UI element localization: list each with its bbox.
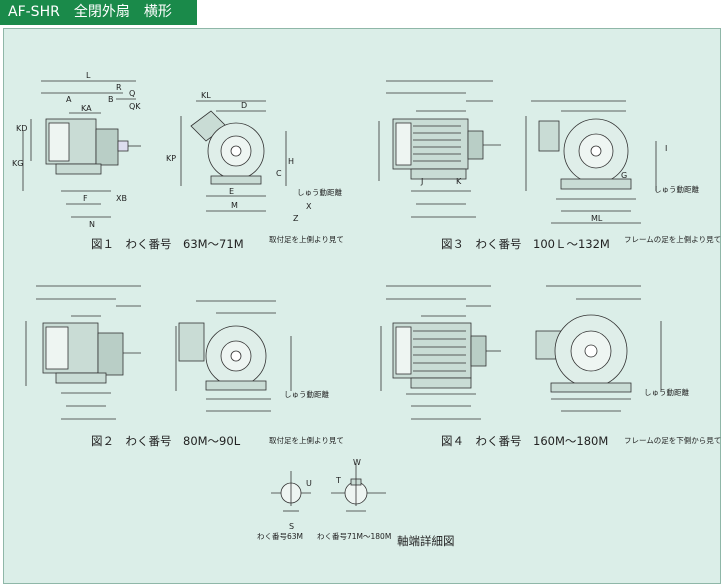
- dim-E: E: [229, 187, 234, 196]
- figure-3-caption: 図３ わく番号 100Ｌ～132M: [441, 237, 610, 251]
- fig2-front-view: [175, 300, 292, 412]
- figure-4-bolt-label: しゅう動距離: [644, 388, 689, 397]
- dim-H: H: [288, 157, 294, 166]
- dim-J: J: [420, 177, 423, 186]
- fig3-side-view: [378, 80, 501, 218]
- fig1-side-view: [22, 80, 141, 218]
- dim-G: G: [621, 171, 627, 180]
- figure-2-note: 取付足を上側より見て: [269, 436, 344, 445]
- dim-KD: KD: [16, 124, 27, 133]
- dim-A: A: [66, 95, 72, 104]
- dim-X: X: [306, 202, 312, 211]
- fig4-side-view: [380, 285, 501, 420]
- dim-Z: Z: [293, 214, 299, 223]
- dim-S: S: [289, 522, 294, 531]
- dim-N: N: [89, 220, 95, 229]
- fig1-front-view: [180, 100, 287, 212]
- dim-KL: KL: [201, 91, 211, 100]
- dim-Q: Q: [129, 89, 135, 98]
- dim-C: C: [276, 169, 282, 178]
- dim-M: M: [231, 201, 238, 210]
- page-title: AF-SHR 全閉外扇 横形: [0, 0, 197, 25]
- figure-2-bolt-label: しゅう動距離: [284, 390, 329, 399]
- dim-KP: KP: [166, 154, 176, 163]
- dim-U: U: [306, 479, 312, 488]
- dim-B: B: [108, 95, 114, 104]
- dim-T: T: [335, 476, 341, 485]
- dim-XB: XB: [116, 194, 127, 203]
- dimension-drawings: L R A B Q QK KA KD KG KL D KP H C E M F …: [12, 71, 667, 531]
- dim-ML: ML: [591, 214, 603, 223]
- figure-4-note: フレームの足を下側から見て: [624, 436, 722, 445]
- dim-K: K: [456, 177, 462, 186]
- figure-2-caption: 図２ わく番号 80M～90L: [91, 434, 241, 448]
- dim-L: L: [86, 71, 91, 80]
- dim-F: F: [83, 194, 88, 203]
- figure-1-caption: 図１ わく番号 63M～71M: [91, 237, 244, 251]
- fig2-side-view: [25, 285, 141, 420]
- dim-KG: KG: [12, 159, 23, 168]
- shaft-detail-caption: 軸端詳細図: [397, 534, 455, 548]
- dim-I: I: [665, 144, 667, 153]
- figure-3-bolt-label: しゅう動距離: [654, 185, 699, 194]
- dim-KA: KA: [81, 104, 92, 113]
- dim-W: W: [353, 458, 361, 467]
- dim-R: R: [116, 83, 122, 92]
- shaft-right-label: わく番号71M～180M: [317, 532, 392, 541]
- shaft-detail-drawing: [271, 463, 386, 512]
- figure-3-note: フレームの足を上側より見て: [624, 235, 722, 244]
- dim-QK: QK: [129, 102, 141, 111]
- drawing-panel: L R A B Q QK KA KD KG KL D KP H C E M F …: [3, 28, 721, 584]
- figure-4-caption: 図４ わく番号 160M～180M: [441, 434, 609, 448]
- dim-D: D: [241, 101, 247, 110]
- figure-1-bolt-label: しゅう動距離: [297, 188, 342, 197]
- shaft-left-label: わく番号63M: [257, 532, 304, 541]
- fig4-front-view: [535, 285, 662, 412]
- figure-1-note: 取付足を上側より見て: [269, 235, 344, 244]
- fig3-front-view: [525, 100, 657, 224]
